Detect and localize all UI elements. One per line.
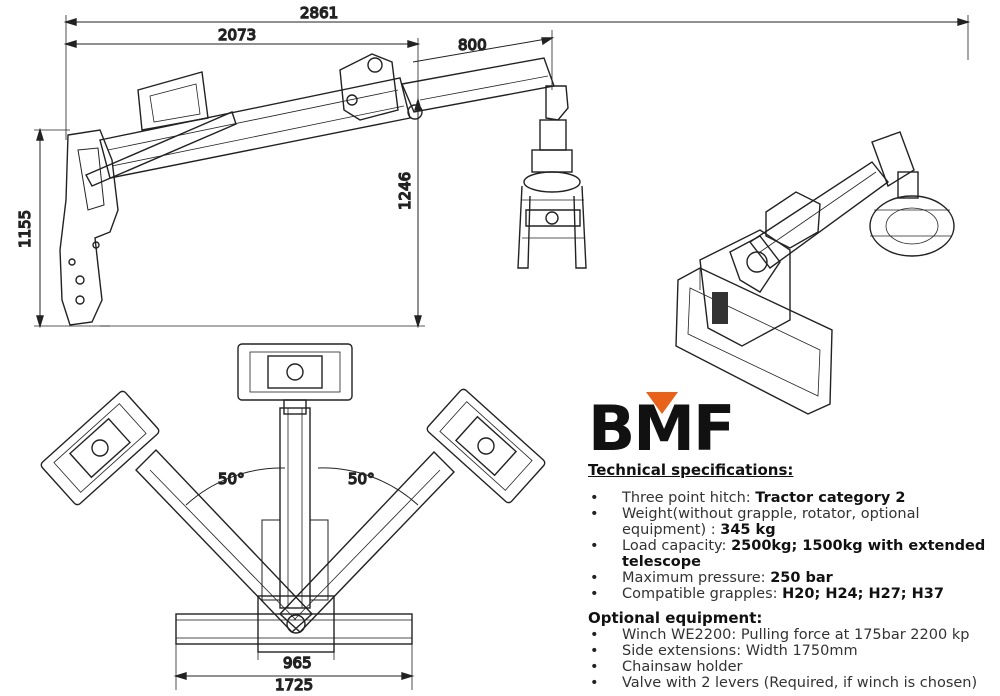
crane-3d-view — [675, 131, 955, 415]
crane-side-view — [59, 53, 587, 326]
dim-total-length: 2861 — [300, 4, 338, 22]
optional-item: Chainsaw holder — [588, 659, 998, 675]
bmf-logo: BMF — [588, 392, 735, 460]
spec-item: Maximum pressure: 250 bar — [588, 570, 998, 586]
angle-right: 50° — [348, 470, 375, 488]
dim-height-left: 1155 — [16, 210, 34, 248]
angle-left: 50° — [218, 470, 245, 488]
spec-item: Compatible grapples: H20; H24; H27; H37 — [588, 586, 998, 602]
dim-telescope: 800 — [458, 36, 487, 54]
spec-item: Three point hitch: Tractor category 2 — [588, 490, 998, 506]
logo-accent-triangle — [646, 392, 678, 414]
dim-boom-length: 2073 — [218, 26, 256, 44]
optional-title: Optional equipment: — [588, 609, 763, 627]
crane-top-view — [40, 343, 546, 653]
optional-item: Winch WE2200: Pulling force at 175bar 22… — [588, 627, 998, 643]
top-view-dimensions: 50° 50° 965 1725 — [173, 467, 419, 695]
spec-title: Technical specifications: — [588, 461, 794, 479]
dim-height-right: 1246 — [396, 172, 414, 210]
spec-list: Three point hitch: Tractor category 2 We… — [588, 490, 998, 602]
side-view-dimensions: 2861 2073 800 1155 1246 — [15, 3, 971, 329]
optional-item: Side extensions: Width 1750mm — [588, 643, 998, 659]
spec-item: Load capacity: 2500kg; 1500kg with exten… — [588, 538, 998, 570]
dim-inner-width: 965 — [283, 654, 312, 672]
spec-item: Weight(without grapple, rotator, optiona… — [588, 506, 998, 538]
optional-item: Valve with 2 levers (Required, if winch … — [588, 675, 998, 691]
spec-panel: Technical specifications: Three point hi… — [588, 462, 998, 691]
dim-outer-width: 1725 — [275, 676, 313, 694]
optional-list: Winch WE2200: Pulling force at 175bar 22… — [588, 627, 998, 691]
